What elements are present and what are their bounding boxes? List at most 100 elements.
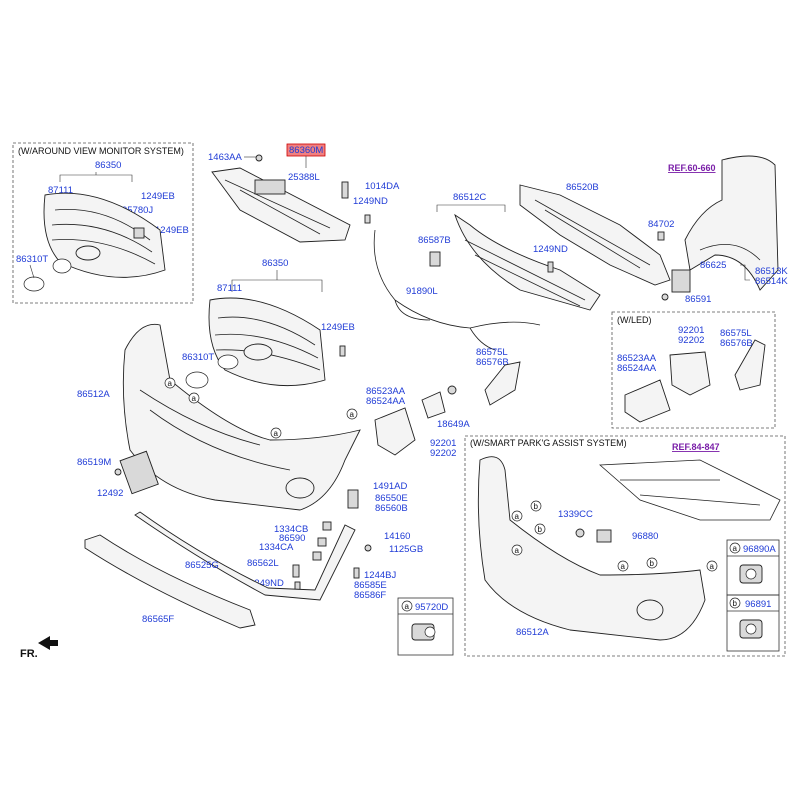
part-1491AD[interactable]: 1491AD	[373, 481, 407, 492]
front-direction-indicator: FR.	[20, 636, 58, 660]
bulb-18649A	[447, 385, 457, 395]
bumper-cover-86512A	[122, 323, 361, 511]
ref-wiring-link[interactable]: REF.84-847	[672, 442, 720, 452]
part-25388L[interactable]: 25388L	[288, 172, 320, 183]
part-86523AA-b[interactable]: 86523AA	[617, 353, 657, 364]
bumper-cover-86512A-b	[477, 456, 706, 641]
bolt-1463AA	[255, 154, 263, 162]
clip-84702	[657, 231, 665, 241]
callout-b-1: b	[530, 500, 542, 512]
bracket-86587B	[429, 251, 441, 267]
part-86360M[interactable]: 86360M	[289, 145, 323, 156]
around-view-caption: (W/AROUND VIEW MONITOR SYSTEM)	[18, 146, 184, 156]
grille-86350-a	[43, 192, 166, 278]
part-86591[interactable]: 86591	[685, 294, 711, 305]
callout-a-3: a	[270, 427, 282, 439]
part-92202-b[interactable]: 92202	[678, 335, 704, 346]
part-86514K[interactable]: 86514K	[755, 276, 788, 287]
part-86586F[interactable]: 86586F	[354, 590, 386, 601]
part-86565F[interactable]: 86565F	[142, 614, 174, 625]
part-86525G[interactable]: 86525G	[185, 560, 219, 571]
part-86587B[interactable]: 86587B	[418, 235, 451, 246]
part-86512A-a[interactable]: 86512A	[77, 389, 110, 400]
part-92202-a[interactable]: 92202	[430, 448, 456, 459]
part-96880[interactable]: 96880	[632, 531, 658, 542]
sensor-96890A-group: a 96890A	[726, 539, 780, 596]
callout-a-6: a	[511, 544, 523, 556]
part-86550E[interactable]: 86550E	[375, 493, 408, 504]
screw-1125GB	[364, 544, 372, 552]
part-86560B[interactable]: 86560B	[375, 503, 408, 514]
fog-hole-b	[636, 599, 664, 621]
part-12492[interactable]: 12492	[97, 488, 123, 499]
part-86310T-a[interactable]: 86310T	[16, 254, 48, 265]
part-86513K[interactable]: 86513K	[755, 266, 788, 277]
part-1334CB[interactable]: 1334CB	[274, 524, 308, 535]
svg-text:a: a	[733, 544, 738, 553]
sensor-95720D-group: a 95720D	[397, 597, 454, 656]
part-1463AA[interactable]: 1463AA	[208, 152, 242, 163]
fog-bezel-86523AA	[374, 407, 416, 456]
part-1249ND-c[interactable]: 1249ND	[249, 578, 284, 589]
part-86575L-b[interactable]: 86575L	[720, 328, 752, 339]
part-86520B[interactable]: 86520B	[566, 182, 599, 193]
part-86585E[interactable]: 86585E	[354, 580, 387, 591]
part-91890L[interactable]: 91890L	[406, 286, 438, 297]
bolt-1249ND-a	[364, 214, 371, 224]
part-1125GB[interactable]: 1125GB	[389, 544, 423, 555]
part-84702[interactable]: 84702	[648, 219, 674, 230]
part-86575L-a[interactable]: 86575L	[476, 347, 508, 358]
clip-86591	[661, 293, 669, 301]
grille-86350-b	[208, 297, 326, 387]
main-grille-group: 86350 87111 1249EB 86310T	[182, 258, 355, 389]
part-92201-a[interactable]: 92201	[430, 438, 456, 449]
svg-text:a: a	[405, 602, 410, 611]
part-18649A[interactable]: 18649A	[437, 419, 470, 430]
part-1334CA[interactable]: 1334CA	[259, 542, 294, 553]
part-86576B-a[interactable]: 86576B	[476, 357, 509, 368]
part-86562L[interactable]: 86562L	[247, 558, 279, 569]
clip-86590	[317, 537, 327, 547]
svg-text:a: a	[350, 410, 355, 419]
bracket-86575L-a	[484, 361, 521, 406]
part-86512C[interactable]: 86512C	[453, 192, 486, 203]
part-87111-a[interactable]: 87111	[48, 185, 73, 196]
part-86524AA-a[interactable]: 86524AA	[366, 396, 406, 407]
part-86590[interactable]: 86590	[279, 533, 305, 544]
svg-text:a: a	[192, 394, 197, 403]
part-95720D[interactable]: 95720D	[415, 602, 448, 613]
part-86576B-b[interactable]: 86576B	[720, 338, 753, 349]
part-1249EB-b[interactable]: 1249EB	[155, 225, 189, 236]
part-1244BJ[interactable]: 1244BJ	[364, 570, 396, 581]
part-1339CC[interactable]: 1339CC	[558, 509, 593, 520]
part-86310T-b[interactable]: 86310T	[182, 352, 214, 363]
part-1249ND-a[interactable]: 1249ND	[353, 196, 388, 207]
smart-park-caption: (W/SMART PARK'G ASSIST SYSTEM)	[470, 438, 627, 448]
part-95780J[interactable]: 95780J	[122, 205, 153, 216]
callout-b-box: b	[729, 597, 741, 609]
lower-lip-86585E	[134, 511, 356, 601]
emblem-b	[243, 343, 273, 361]
callout-a-2: a	[188, 392, 200, 404]
part-86523AA-a[interactable]: 86523AA	[366, 386, 406, 397]
part-92201-b[interactable]: 92201	[678, 325, 704, 336]
part-86350-a[interactable]: 86350	[95, 160, 121, 171]
part-14160[interactable]: 14160	[384, 531, 410, 542]
ring-87111-a	[52, 258, 72, 274]
part-1249EB-c[interactable]: 1249EB	[321, 322, 355, 333]
wiring-harness-91890L	[373, 229, 541, 351]
part-1249EB-a[interactable]: 1249EB	[141, 191, 175, 202]
part-96890A[interactable]: 96890A	[743, 544, 776, 555]
part-86512A-b[interactable]: 86512A	[516, 627, 549, 638]
part-86350-b[interactable]: 86350	[262, 258, 288, 269]
part-87111-b[interactable]: 87111	[217, 283, 242, 294]
camera-95780J	[133, 227, 145, 239]
callout-a-box-2: a	[729, 542, 741, 554]
part-86524AA-b[interactable]: 86524AA	[617, 363, 657, 374]
part-1249ND-b[interactable]: 1249ND	[533, 244, 568, 255]
ref-fender-link[interactable]: REF.60-660	[668, 163, 716, 173]
part-86625[interactable]: 86625	[700, 260, 726, 271]
part-86519M[interactable]: 86519M	[77, 457, 111, 468]
part-1014DA[interactable]: 1014DA	[365, 181, 400, 192]
part-96891[interactable]: 96891	[745, 599, 771, 610]
